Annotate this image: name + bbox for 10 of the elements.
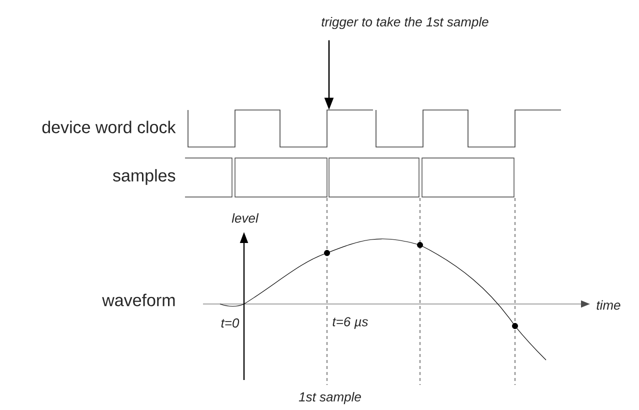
tick-label: t=0 — [221, 318, 240, 328]
tick-label: t=6 µs — [332, 317, 368, 329]
axis-label: level — [232, 213, 259, 223]
axis-label: time — [596, 300, 620, 310]
sample-label: 1st sample — [298, 392, 361, 404]
row-label: device word clock — [42, 120, 176, 134]
row-label: samples — [112, 169, 176, 185]
trigger-text: trigger to take the 1st sample — [322, 16, 488, 30]
clock-waveform — [188, 110, 562, 148]
row-label: waveform — [102, 294, 175, 306]
